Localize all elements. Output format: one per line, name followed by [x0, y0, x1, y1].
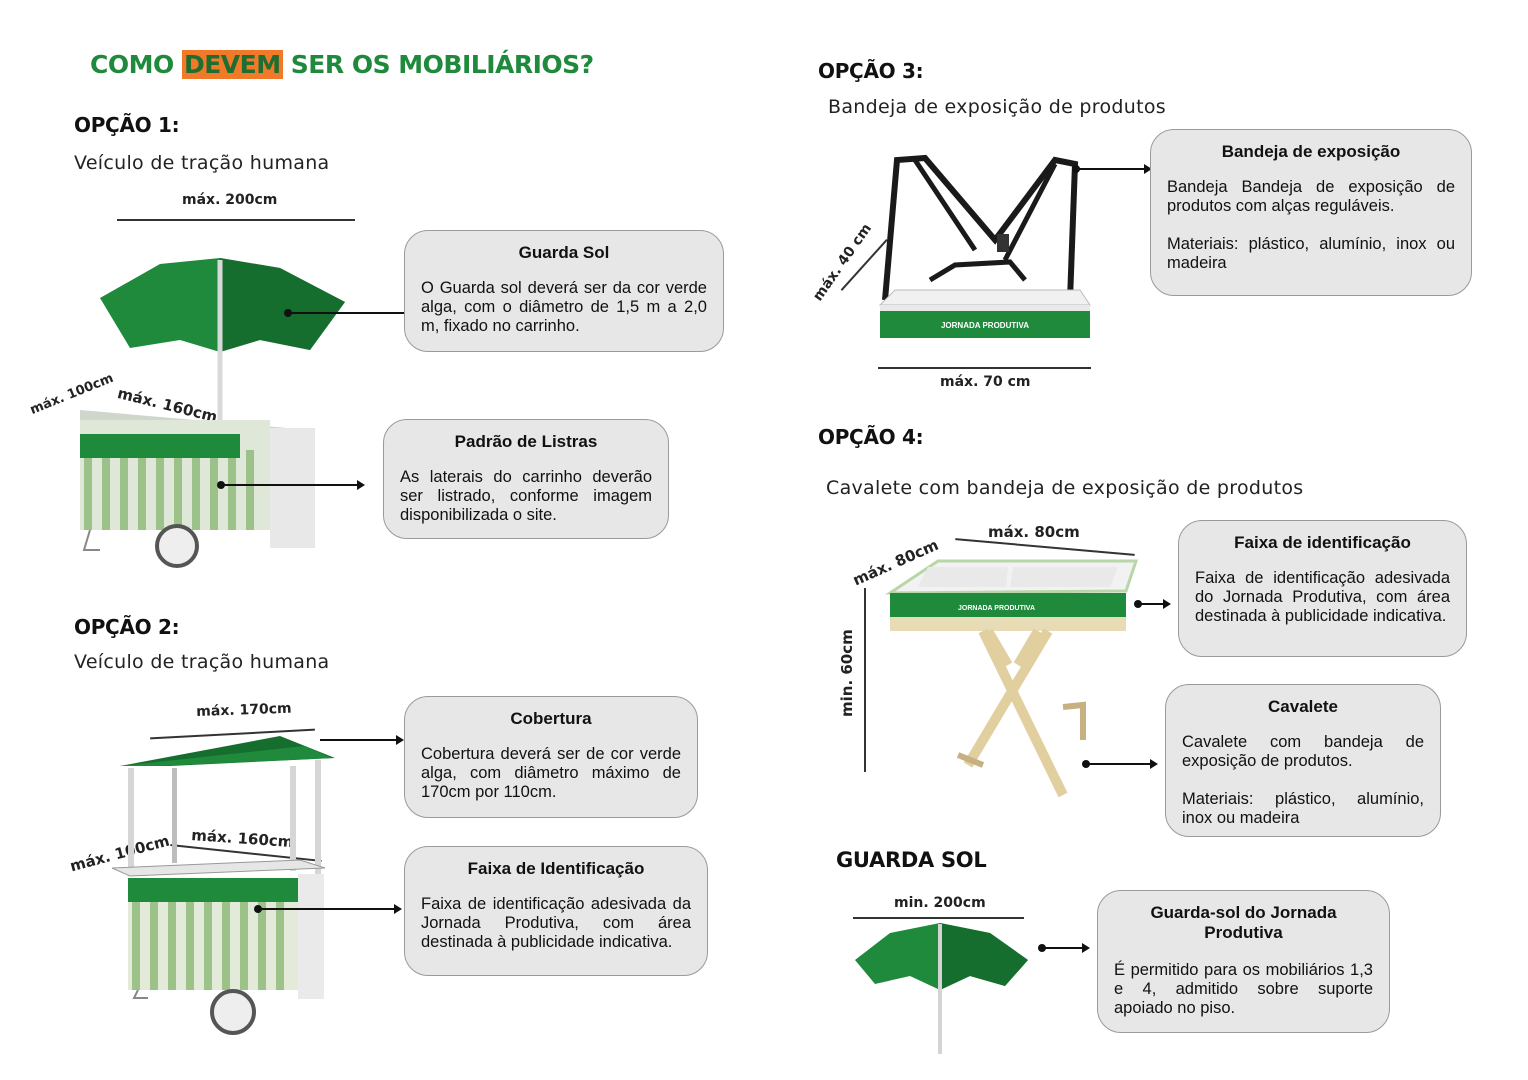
- easel-illustration: JORNADA PRODUTIVA: [884, 559, 1139, 798]
- dim-line: [878, 367, 1091, 369]
- card-padrao-listras: Padrão de Listras As laterais do carrinh…: [383, 419, 669, 539]
- card-text: É permitido para os mobiliários 1,3 e 4,…: [1114, 961, 1373, 1017]
- cart-umbrella-illustration: [80, 258, 345, 568]
- card-title: Cavalete: [1268, 697, 1338, 716]
- card-title: Cobertura: [510, 709, 592, 728]
- card-bandeja-exposicao: Bandeja de exposição Bandeja Bandeja de …: [1150, 129, 1472, 296]
- card-title: Faixa de Identificação: [467, 859, 645, 878]
- arrow-stripes: [217, 480, 365, 490]
- dim-line: [864, 588, 866, 772]
- svg-text:JORNADA PRODUTIVA: JORNADA PRODUTIVA: [941, 321, 1029, 330]
- arrow-faixa: [254, 904, 402, 914]
- option3-title: OPÇÃO 3:: [818, 59, 924, 83]
- card-text: Cavalete com bandeja de exposição de pro…: [1182, 733, 1424, 770]
- card-title: Guarda Sol: [518, 243, 610, 262]
- dim-line: [853, 917, 1024, 919]
- guarda-sol-title: GUARDA SOL: [836, 848, 987, 872]
- card-title: Bandeja de exposição: [1221, 142, 1401, 161]
- card-text: Bandeja Bandeja de exposição de produtos…: [1167, 178, 1455, 215]
- option2-roof-dim: máx. 170cm: [196, 700, 292, 720]
- guarda-sol-dim: min. 200cm: [894, 895, 986, 911]
- arrow-cobertura: [320, 735, 404, 745]
- dim-line: [117, 219, 355, 221]
- svg-text:JORNADA PRODUTIVA: JORNADA PRODUTIVA: [958, 605, 1035, 612]
- option1-subtitle: Veículo de tração humana: [74, 152, 330, 174]
- option4-height-dim: min. 60cm: [838, 629, 856, 717]
- option2-title: OPÇÃO 2:: [74, 615, 180, 639]
- card-text: As laterais do carrinho deverão ser list…: [400, 468, 652, 524]
- option3-subtitle: Bandeja de exposição de produtos: [828, 96, 1166, 118]
- card-faixa-identificacao-4: Faixa de identificação Faixa de identifi…: [1178, 520, 1467, 657]
- page-title: COMO DEVEM SER OS MOBILIÁRIOS?: [90, 50, 594, 79]
- arrow-cavalete: [1082, 759, 1158, 769]
- card-title: Faixa de identificação: [1234, 533, 1411, 552]
- card-text: Faixa de identificação adesivada da Jorn…: [421, 895, 691, 951]
- card-cavalete: Cavalete Cavalete com bandeja de exposiç…: [1165, 684, 1441, 837]
- arrow-faixa-4: [1134, 599, 1171, 609]
- option4-title: OPÇÃO 4:: [818, 425, 924, 449]
- card-text: Cobertura deverá ser de cor verde alga, …: [421, 745, 681, 801]
- card-guarda-sol-jornada: Guarda-sol do Jornada Produtiva É permit…: [1097, 890, 1390, 1033]
- card-text: O Guarda sol deverá ser da cor verde alg…: [421, 279, 707, 335]
- arrow-guarda-sol: [1038, 943, 1090, 953]
- card-title: Padrão de Listras: [454, 432, 598, 451]
- card-text-materials: Materiais: plástico, alumínio, inox ou m…: [1167, 235, 1455, 272]
- cart-roof-illustration: [111, 736, 335, 1035]
- card-text-materials: Materiais: plástico, alumínio, inox ou m…: [1182, 790, 1424, 827]
- option4-width-dim: máx. 80cm: [988, 523, 1080, 541]
- card-text: Faixa de identificação adesivada do Jorn…: [1195, 569, 1450, 625]
- card-cobertura: Cobertura Cobertura deverá ser de cor ve…: [404, 696, 698, 818]
- card-title: Guarda-sol do Jornada Produtiva: [1150, 903, 1337, 942]
- umbrella-illustration: [855, 923, 1028, 1054]
- arrow-bandeja: [1072, 164, 1152, 174]
- card-guarda-sol: Guarda Sol O Guarda sol deverá ser da co…: [404, 230, 724, 352]
- tray-illustration: JORNADA PRODUTIVA: [878, 154, 1091, 338]
- option1-width-dim: máx. 200cm: [182, 192, 278, 208]
- option3-width-dim: máx. 70 cm: [940, 374, 1031, 390]
- card-faixa-identificacao-2: Faixa de Identificação Faixa de identifi…: [404, 846, 708, 976]
- option1-title: OPÇÃO 1:: [74, 113, 180, 137]
- option2-subtitle: Veículo de tração humana: [74, 651, 330, 673]
- option4-subtitle: Cavalete com bandeja de exposição de pro…: [826, 477, 1304, 499]
